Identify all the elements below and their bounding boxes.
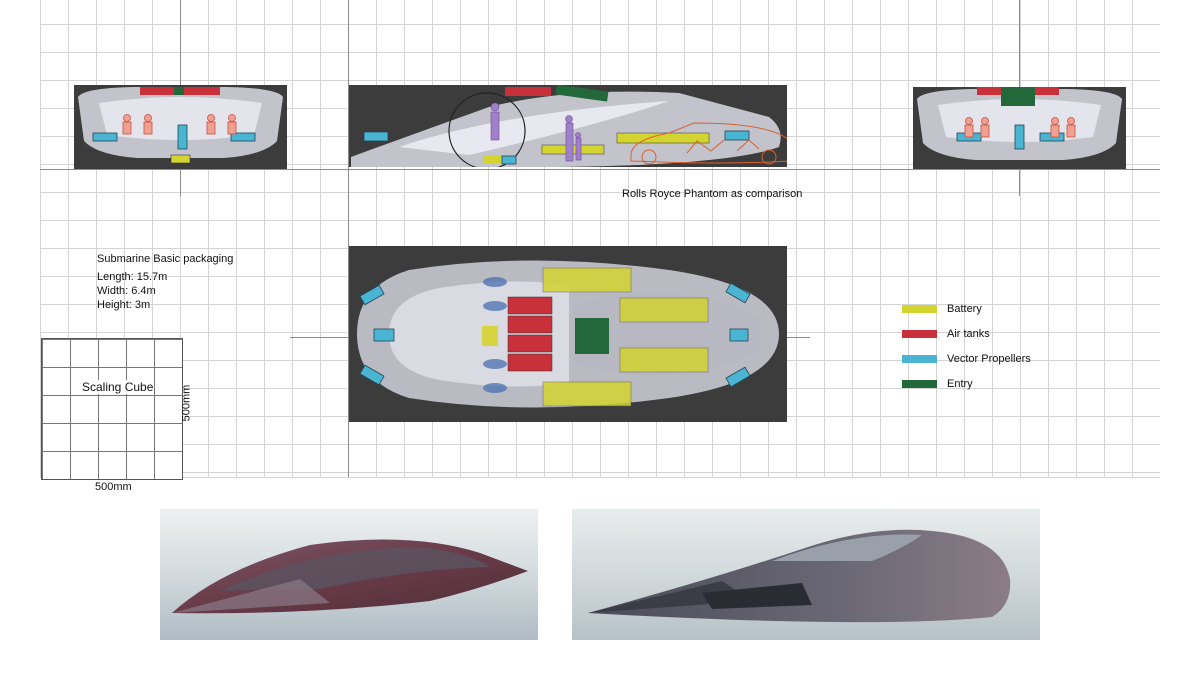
legend-swatch	[902, 355, 937, 363]
vertical-axis-line-center	[348, 0, 349, 477]
front-view-panel	[74, 85, 287, 169]
legend-swatch	[902, 380, 937, 388]
legend-label: Air tanks	[947, 328, 990, 340]
front-view-drawing	[78, 87, 283, 164]
specs-width: Width: 6.4m	[97, 285, 156, 297]
scaling-cube-width-label: 500mm	[95, 481, 132, 493]
scaling-cube	[41, 338, 183, 480]
specs-title: Submarine Basic packaging	[97, 253, 234, 265]
rear-view-panel	[913, 87, 1126, 169]
submarine-render-rear	[572, 509, 1040, 640]
plan-view-panel	[349, 246, 787, 422]
scaling-cube-height-label: 500mm	[180, 384, 193, 422]
drafting-grid	[40, 0, 1160, 478]
comparison-note: Rolls Royce Phantom as comparison	[622, 188, 803, 200]
side-view-panel	[349, 85, 787, 167]
side-view-drawing	[351, 85, 787, 167]
scaling-cube-label: Scaling Cube	[82, 380, 154, 394]
rear-view-drawing	[917, 87, 1122, 160]
specs-length: Length: 15.7m	[97, 271, 168, 283]
legend-label: Entry	[947, 378, 973, 390]
plan-view-drawing	[357, 260, 779, 408]
submarine-render-front	[160, 509, 538, 640]
submarine-specs: Submarine Basic packaging Length: 15.7m …	[97, 252, 233, 312]
legend-swatch	[902, 330, 937, 338]
legend-swatch	[902, 305, 937, 313]
legend-label: Battery	[947, 303, 982, 315]
legend-label: Vector Propellers	[947, 353, 1031, 365]
specs-height: Height: 3m	[97, 299, 151, 311]
horizontal-center-line	[40, 169, 1160, 170]
